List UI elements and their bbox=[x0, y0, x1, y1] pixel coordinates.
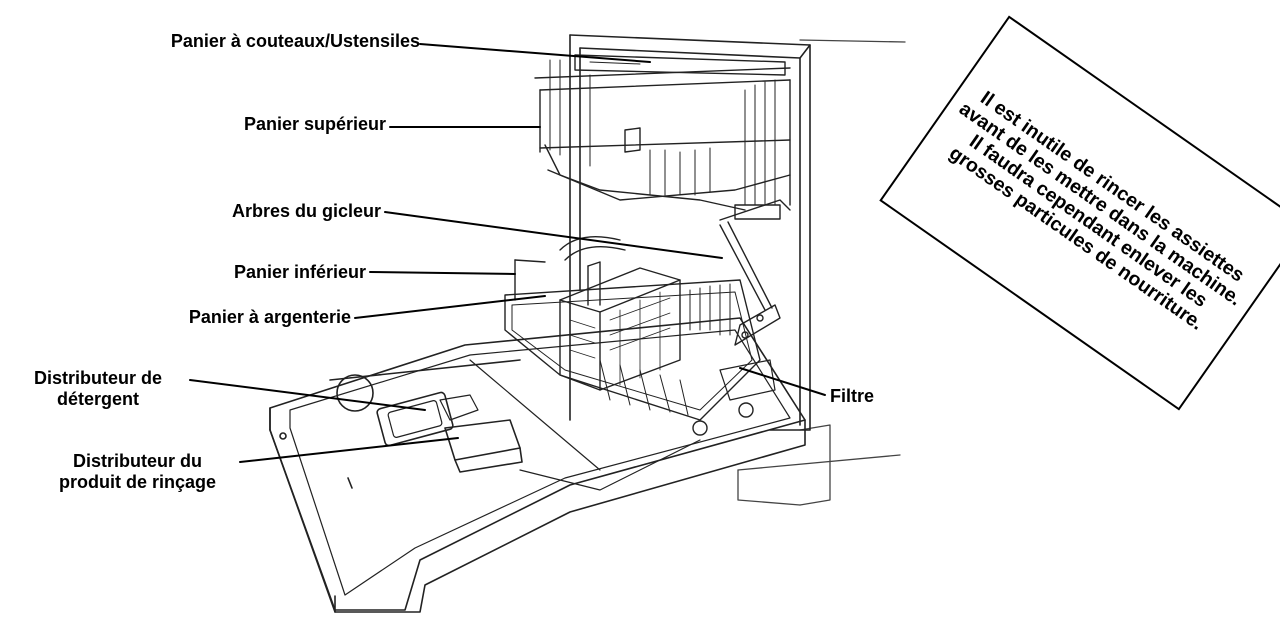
lower-rack bbox=[504, 259, 776, 436]
label-panier-couteaux: Panier à couteaux/Ustensiles bbox=[170, 31, 420, 51]
upper-rack bbox=[534, 54, 791, 221]
label-distributeur-rincage: Distributeur du produit de rinçage bbox=[40, 451, 235, 493]
label-distributeur-detergent-line1: Distributeur de bbox=[33, 368, 162, 388]
label-panier-superieur: Panier supérieur bbox=[243, 114, 386, 134]
label-distributeur-detergent-line2: détergent bbox=[56, 389, 139, 409]
label-panier-inferieur: Panier inférieur bbox=[233, 262, 366, 282]
label-distributeur-detergent: Distributeur de détergent bbox=[8, 368, 188, 410]
label-arbres-gicleur: Arbres du gicleur bbox=[231, 201, 381, 221]
open-door bbox=[269, 317, 806, 613]
spray-arm bbox=[559, 221, 781, 346]
label-filtre: Filtre bbox=[830, 386, 875, 406]
silverware-basket bbox=[559, 261, 681, 391]
label-panier-argenterie: Panier à argenterie bbox=[188, 307, 351, 327]
label-distributeur-rincage-line2: produit de rinçage bbox=[58, 472, 217, 492]
leader-lines bbox=[189, 43, 826, 463]
cabinet-outline bbox=[737, 39, 906, 506]
dispensers bbox=[376, 391, 523, 473]
label-distributeur-rincage-line1: Distributeur du bbox=[73, 451, 202, 471]
